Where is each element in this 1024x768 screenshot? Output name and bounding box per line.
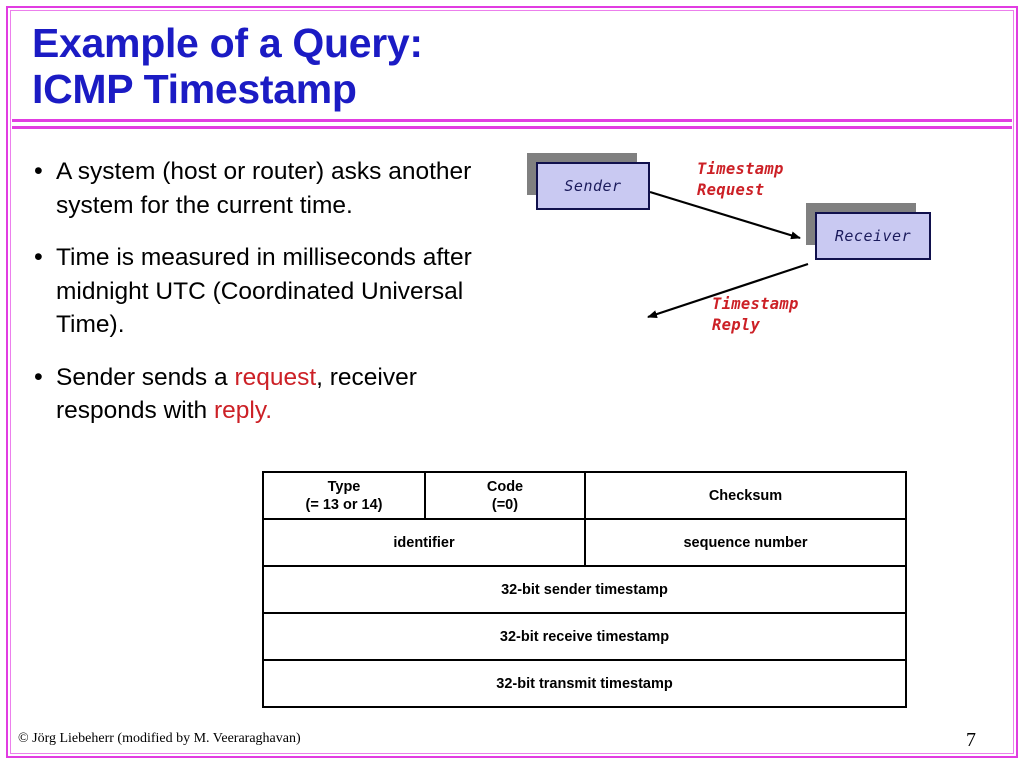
page-title: Example of a Query: ICMP Timestamp: [32, 20, 423, 112]
receiver-node: Receiver: [815, 212, 931, 260]
cell-code: Code (=0): [424, 471, 586, 520]
bullet-highlight-reply: reply.: [213, 397, 273, 424]
timestamp-reply-label: Timestamp Reply: [712, 295, 799, 334]
reply-arrow: [647, 262, 809, 319]
cell-sender-timestamp: 32-bit sender timestamp: [262, 565, 907, 614]
list-item: • A system (host or router) asks another…: [28, 155, 508, 222]
timestamp-exchange-diagram: Sender Receiver Timestamp Request Timest…: [512, 144, 1012, 354]
cell-receive-timestamp: 32-bit receive timestamp: [262, 612, 907, 661]
table-row: 32-bit receive timestamp: [262, 612, 907, 661]
bullet-segment: A system (host or router) asks another s…: [56, 158, 472, 219]
bullet-text: Sender sends a request, receiver respond…: [56, 361, 508, 428]
cell-sequence-number: sequence number: [584, 518, 907, 567]
table-row: 32-bit sender timestamp: [262, 565, 907, 614]
diagram-arrows: [647, 190, 809, 319]
bullet-list: • A system (host or router) asks another…: [28, 155, 508, 447]
cell-identifier: identifier: [262, 518, 586, 567]
table-row: 32-bit transmit timestamp: [262, 659, 907, 708]
bullet-highlight-request: request: [234, 363, 317, 391]
cell-transmit-timestamp: 32-bit transmit timestamp: [262, 659, 907, 708]
bullet-text: A system (host or router) asks another s…: [56, 155, 508, 222]
title-band: Example of a Query: ICMP Timestamp: [12, 12, 1012, 117]
bullet-text: Time is measured in milliseconds after m…: [56, 241, 508, 342]
bullet-marker: •: [34, 362, 43, 391]
bullet-segment: Sender sends a: [56, 363, 235, 391]
icmp-packet-format-table: Type (= 13 or 14) Code (=0) Checksum ide…: [262, 471, 907, 708]
request-arrow: [649, 190, 801, 240]
cell-type: Type (= 13 or 14): [262, 471, 426, 520]
bullet-marker: •: [34, 243, 43, 271]
table-row: Type (= 13 or 14) Code (=0) Checksum: [262, 471, 907, 520]
timestamp-request-label: Timestamp Request: [697, 160, 784, 199]
footer-credit: © Jörg Liebeherr (modified by M. Veerara…: [18, 731, 301, 746]
sender-node: Sender: [536, 162, 650, 210]
receiver-node-label: Receiver: [834, 227, 912, 245]
bullet-segment: Time is measured in milliseconds after m…: [56, 244, 472, 338]
bullet-marker: •: [34, 157, 43, 185]
list-item: • Sender sends a request, receiver respo…: [28, 361, 508, 428]
title-divider-upper: [12, 119, 1012, 122]
table-row: identifier sequence number: [262, 518, 907, 567]
list-item: • Time is measured in milliseconds after…: [28, 241, 508, 342]
sender-node-label: Sender: [564, 177, 622, 195]
title-divider-lower: [12, 126, 1012, 129]
page-number: 7: [966, 729, 976, 751]
cell-checksum: Checksum: [584, 471, 907, 520]
bullet-segment: , receiver responds with: [56, 363, 417, 425]
